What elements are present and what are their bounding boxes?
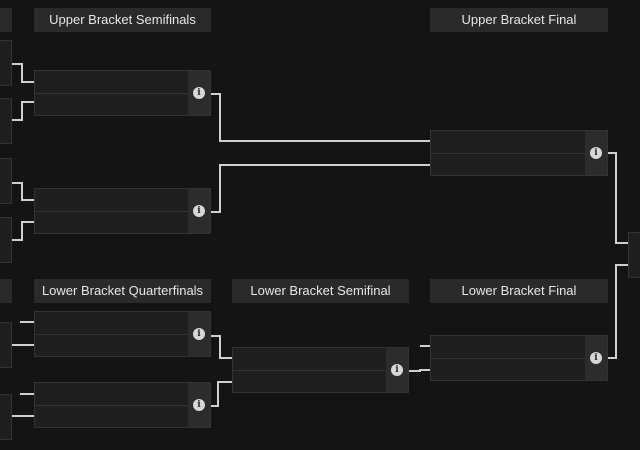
header-lower-semifinal: Lower Bracket Semifinal	[232, 279, 409, 303]
match-info-button[interactable]: i	[585, 336, 607, 380]
info-icon[interactable]: i	[193, 399, 205, 411]
match-slot-bottom[interactable]	[431, 359, 585, 381]
match-lower-semifinal[interactable]: i	[232, 347, 409, 393]
match-slot-bottom[interactable]	[35, 212, 188, 234]
header-upper-final: Upper Bracket Final	[430, 8, 608, 32]
match-stub-left[interactable]	[0, 394, 12, 440]
match-grand-final[interactable]	[628, 232, 640, 278]
match-lower-final[interactable]: i	[430, 335, 608, 381]
match-slot-top[interactable]	[35, 312, 188, 335]
match-slot-bottom[interactable]	[233, 371, 386, 393]
match-slot-top[interactable]	[35, 71, 188, 94]
header-cut-left-lower	[0, 279, 12, 303]
match-info-button[interactable]: i	[188, 189, 210, 233]
match-upper-semifinal-1[interactable]: i	[34, 70, 211, 116]
info-icon[interactable]: i	[590, 352, 602, 364]
info-icon[interactable]: i	[391, 364, 403, 376]
match-stub-left[interactable]	[0, 217, 12, 263]
match-slot-top[interactable]	[35, 383, 188, 406]
info-icon[interactable]: i	[193, 205, 205, 217]
header-lower-final: Lower Bracket Final	[430, 279, 608, 303]
header-cut-left-upper	[0, 8, 12, 32]
match-upper-final[interactable]: i	[430, 130, 608, 176]
match-slot-top[interactable]	[431, 336, 585, 359]
match-slot-top[interactable]	[431, 131, 585, 154]
match-info-button[interactable]: i	[585, 131, 607, 175]
match-stub-left[interactable]	[0, 98, 12, 144]
match-info-button[interactable]: i	[188, 383, 210, 427]
match-lower-quarterfinal-2[interactable]: i	[34, 382, 211, 428]
match-stub-left[interactable]	[0, 322, 12, 368]
match-info-button[interactable]: i	[386, 348, 408, 392]
match-stub-left[interactable]	[0, 40, 12, 86]
match-slot-top[interactable]	[35, 189, 188, 212]
match-info-button[interactable]: i	[188, 71, 210, 115]
match-slot-bottom[interactable]	[431, 154, 585, 176]
info-icon[interactable]: i	[193, 87, 205, 99]
match-slot-bottom[interactable]	[35, 94, 188, 116]
match-slot-bottom[interactable]	[35, 406, 188, 428]
match-upper-semifinal-2[interactable]: i	[34, 188, 211, 234]
match-lower-quarterfinal-1[interactable]: i	[34, 311, 211, 357]
info-icon[interactable]: i	[590, 147, 602, 159]
match-info-button[interactable]: i	[188, 312, 210, 356]
info-icon[interactable]: i	[193, 328, 205, 340]
match-slot-bottom[interactable]	[35, 335, 188, 357]
header-lower-quarterfinals: Lower Bracket Quarterfinals	[34, 279, 211, 303]
header-upper-semifinals: Upper Bracket Semifinals	[34, 8, 211, 32]
match-stub-left[interactable]	[0, 158, 12, 204]
match-slot-top[interactable]	[233, 348, 386, 371]
